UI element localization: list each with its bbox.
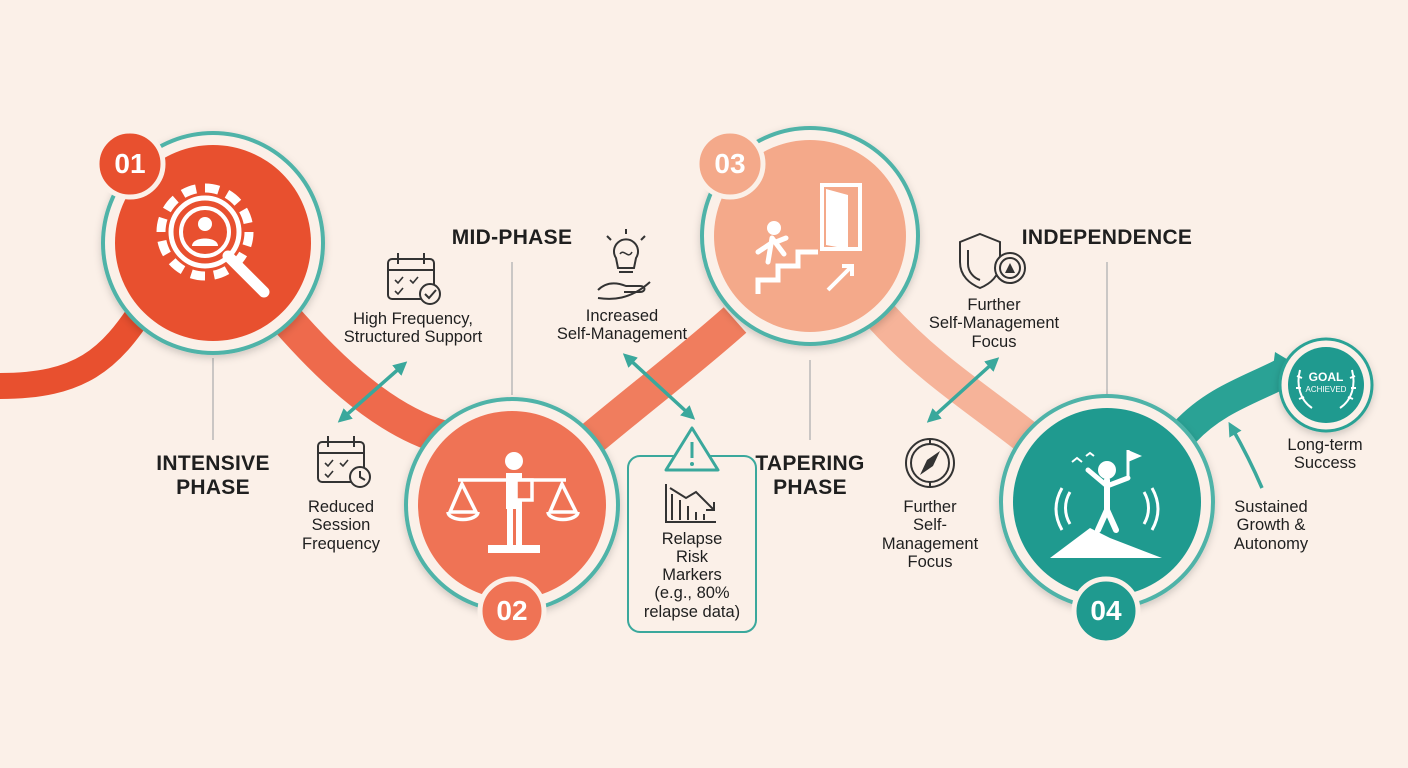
note-sustained-growth: Sustained Growth & Autonomy <box>1233 498 1309 553</box>
connector-arrows <box>337 353 1264 489</box>
summit-flag-person-icon <box>1050 450 1162 558</box>
goal-seal-line1: GOAL <box>1308 370 1344 384</box>
note-high-frequency: High Frequency, Structured Support <box>343 310 483 347</box>
lightbulb-hand-icon <box>597 229 651 300</box>
gear-search-person-icon <box>156 183 270 298</box>
arrow-self-to-relapse <box>622 353 696 420</box>
relapse-warning-box <box>627 426 757 633</box>
note-long-term-success: Long-term Success <box>1287 436 1363 473</box>
guide-lines <box>212 262 1108 440</box>
note-reduced-session: Reduced Session Frequency <box>302 498 380 553</box>
calendar-clock-icon <box>317 436 371 488</box>
arrow-high-to-reduced <box>337 361 408 423</box>
step-03-node <box>694 126 920 346</box>
phase-label-independence: INDEPENDENCE <box>1021 226 1193 249</box>
phase-label-mid: MID-PHASE <box>451 226 573 249</box>
step-03-badge <box>694 128 766 200</box>
goal-achieved-seal <box>1278 337 1374 433</box>
step-04-number: 04 <box>1090 595 1122 626</box>
step-03-number: 03 <box>714 148 746 179</box>
phase-label-tapering: TAPERING PHASE <box>755 452 865 499</box>
path-segment-5 <box>1174 358 1292 443</box>
laurel-wreath-icon <box>1296 369 1356 409</box>
shield-compass-icon <box>959 232 1026 290</box>
stairs-door-icon <box>755 183 862 294</box>
step-04-node <box>999 394 1215 646</box>
note-further-focus-bottom: Further Self- Management Focus <box>881 498 979 572</box>
note-relapse-risk: Relapse Risk Markers (e.g., 80% relapse … <box>643 530 741 621</box>
phase-label-intensive: INTENSIVE PHASE <box>156 452 270 499</box>
step-04-badge <box>1071 576 1141 646</box>
compass-icon <box>905 438 955 488</box>
step-02-number: 02 <box>496 595 528 626</box>
step-02-badge <box>477 576 547 646</box>
step-02-node <box>404 397 620 646</box>
path-segment-1 <box>0 298 156 399</box>
note-further-focus-top: Further Self-Management Focus <box>928 296 1060 351</box>
calendar-check-icon <box>387 253 441 305</box>
arrow-further-focus <box>926 357 1000 423</box>
declining-chart-icon <box>665 484 716 523</box>
balance-scale-person-icon <box>446 452 580 553</box>
step-01-number: 01 <box>114 148 146 179</box>
goal-seal-line2: ACHIEVED <box>1305 385 1347 394</box>
note-increased-self-management: Increased Self-Management <box>556 307 688 344</box>
step-01-badge <box>94 128 166 200</box>
step-01-node <box>94 128 325 355</box>
arrow-sustained-growth <box>1228 421 1264 489</box>
